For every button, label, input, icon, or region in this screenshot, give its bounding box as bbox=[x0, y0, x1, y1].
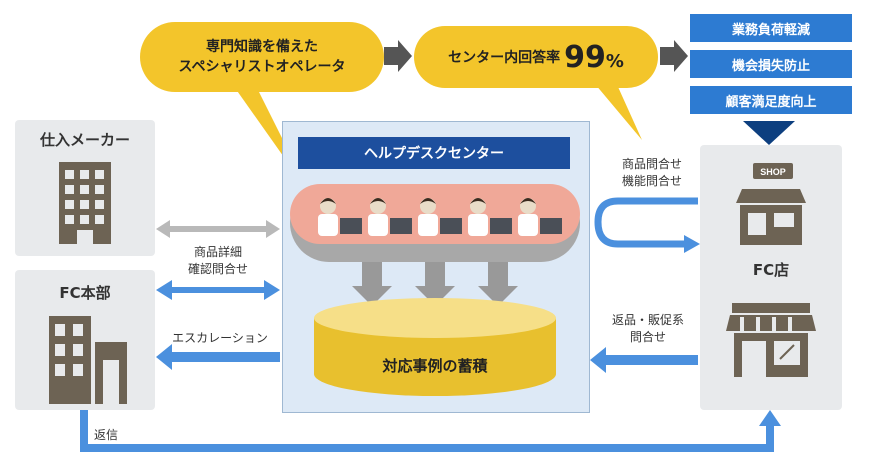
returns-arrow bbox=[590, 347, 698, 373]
operator-icon bbox=[318, 198, 362, 236]
hq-label: FC本部 bbox=[59, 284, 111, 302]
benefit-workload: 業務負荷軽減 bbox=[690, 14, 852, 42]
rate-value: 99 bbox=[564, 39, 606, 75]
hq-panel: FC本部 bbox=[15, 270, 155, 410]
returns-line1: 返品・販促系 bbox=[611, 313, 684, 327]
store-down-arrows bbox=[352, 262, 518, 306]
store-panel: SHOP FC店 bbox=[700, 145, 842, 410]
product-inquiry-arrow bbox=[594, 197, 698, 248]
knowledge-label: 対応事例の蓄積 bbox=[382, 357, 488, 375]
maker-label: 仕入メーカー bbox=[39, 131, 130, 149]
benefit-satisfaction: 顧客満足度向上 bbox=[690, 86, 852, 114]
returns-line2: 問合せ bbox=[629, 330, 666, 344]
down-arrow bbox=[478, 262, 518, 306]
down-arrow bbox=[415, 262, 455, 306]
maker-inquiry-line1: 商品詳細 bbox=[193, 245, 242, 259]
helpdesk-title: ヘルプデスクセンター bbox=[298, 137, 570, 169]
operator-icon bbox=[368, 198, 412, 236]
product-inquiry-label: 商品問合せ 機能問合せ bbox=[606, 156, 698, 190]
building-icon bbox=[59, 162, 111, 244]
maker-panel: 仕入メーカー bbox=[15, 120, 155, 256]
escalation-arrow bbox=[156, 344, 280, 370]
down-arrow bbox=[352, 262, 392, 306]
reply-label: 返信 bbox=[94, 428, 119, 442]
returns-label: 返品・販促系 問合せ bbox=[598, 312, 698, 346]
shop-icon: SHOP bbox=[736, 163, 806, 245]
maker-helpdesk-arrow bbox=[156, 220, 280, 238]
product-inquiry-line1: 商品問合せ bbox=[621, 157, 682, 171]
store-label: FC店 bbox=[752, 261, 790, 279]
flow-arrow-1 bbox=[384, 40, 412, 72]
operator-icon bbox=[418, 198, 462, 236]
rate-bubble: センター内回答率 99 % bbox=[414, 26, 658, 88]
operators-capsule bbox=[290, 184, 580, 262]
experts-line1: 専門知識を備えた bbox=[206, 39, 318, 55]
shop-sign-text: SHOP bbox=[760, 167, 786, 177]
flow-arrow-2 bbox=[660, 40, 688, 72]
product-inquiry-line2: 機能問合せ bbox=[621, 174, 682, 188]
experts-line2: スペシャリストオペレータ bbox=[178, 59, 346, 75]
maker-inquiry-label: 商品詳細 確認問合せ bbox=[170, 244, 266, 278]
experts-bubble: 専門知識を備えた スペシャリストオペレータ bbox=[140, 22, 384, 92]
operator-icon bbox=[468, 198, 512, 236]
escalation-label: エスカレーション bbox=[172, 331, 268, 345]
reply-arrow bbox=[80, 410, 774, 452]
maker-inquiry-line2: 確認問合せ bbox=[187, 262, 248, 276]
rate-bubble-tail bbox=[590, 78, 642, 140]
hq-helpdesk-arrow bbox=[156, 280, 280, 300]
benefit-loss-prevention: 機会損失防止 bbox=[690, 50, 852, 78]
office-building-icon bbox=[49, 316, 127, 404]
operator-icon bbox=[518, 198, 562, 236]
knowledge-cylinder bbox=[314, 298, 556, 396]
storefront-icon bbox=[726, 303, 816, 377]
rate-unit: % bbox=[605, 50, 624, 72]
benefits-arrow bbox=[743, 121, 795, 145]
rate-text: センター内回答率 bbox=[448, 50, 561, 66]
